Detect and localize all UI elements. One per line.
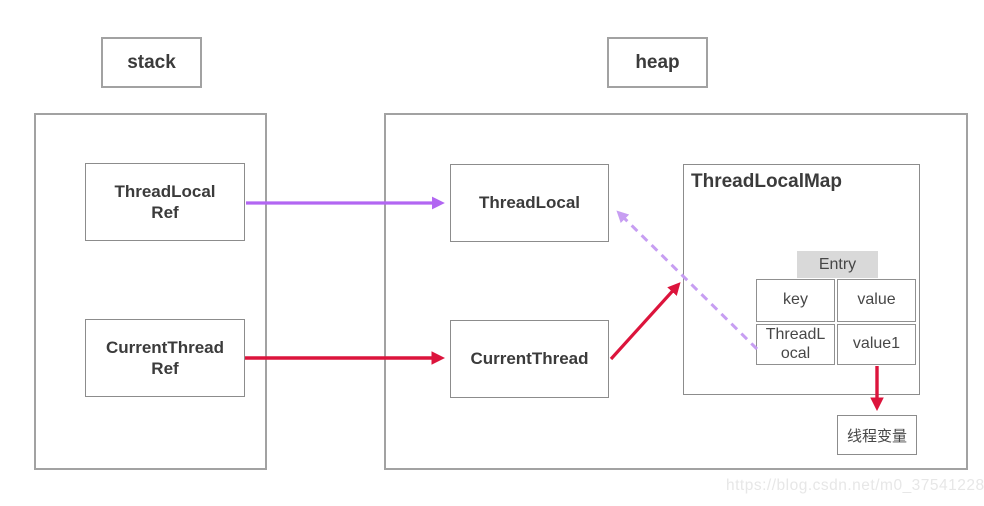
entry-cell-value: value1: [837, 324, 916, 365]
stack-label: stack: [127, 51, 176, 73]
entry-label: Entry: [818, 255, 857, 273]
currentthread-ref-line1: CurrentThread: [105, 337, 225, 357]
threadlocal-ref-line2: Ref: [151, 203, 179, 222]
threadlocalmap-title: ThreadLocalMap: [691, 171, 842, 192]
heap-label: heap: [635, 51, 680, 73]
entry-cell-key-header: key: [756, 279, 835, 322]
node-currentthread-ref: CurrentThread Ref: [85, 319, 245, 397]
node-currentthread: CurrentThread: [450, 320, 609, 398]
heap-region-box: [384, 113, 968, 470]
entry-cell-key: ThreadL ocal: [756, 324, 835, 365]
threadlocal-label: ThreadLocal: [478, 193, 581, 213]
currentthread-label: CurrentThread: [470, 349, 589, 369]
value-header-text: value: [857, 291, 896, 309]
entry-cell-value-header: value: [837, 279, 916, 322]
entry-header: Entry: [797, 251, 878, 278]
thread-variable-label: 线程变量: [846, 427, 907, 445]
key-cell-line2: ocal: [780, 344, 811, 362]
key-cell-line1: ThreadL: [765, 326, 826, 344]
value-cell-text: value1: [852, 335, 901, 353]
stack-region-box: [34, 113, 267, 470]
heap-label-box: heap: [607, 37, 708, 88]
node-threadlocal-ref: ThreadLocal Ref: [85, 163, 245, 241]
entry-table: key value ThreadL ocal value1: [756, 279, 916, 365]
watermark: https://blog.csdn.net/m0_37541228: [726, 477, 984, 494]
currentthread-ref-line2: Ref: [151, 359, 179, 378]
key-header-text: key: [783, 291, 808, 309]
threadlocal-ref-line1: ThreadLocal: [114, 181, 216, 201]
node-thread-variable: 线程变量: [837, 415, 917, 455]
node-threadlocal: ThreadLocal: [450, 164, 609, 242]
stack-label-box: stack: [101, 37, 202, 88]
